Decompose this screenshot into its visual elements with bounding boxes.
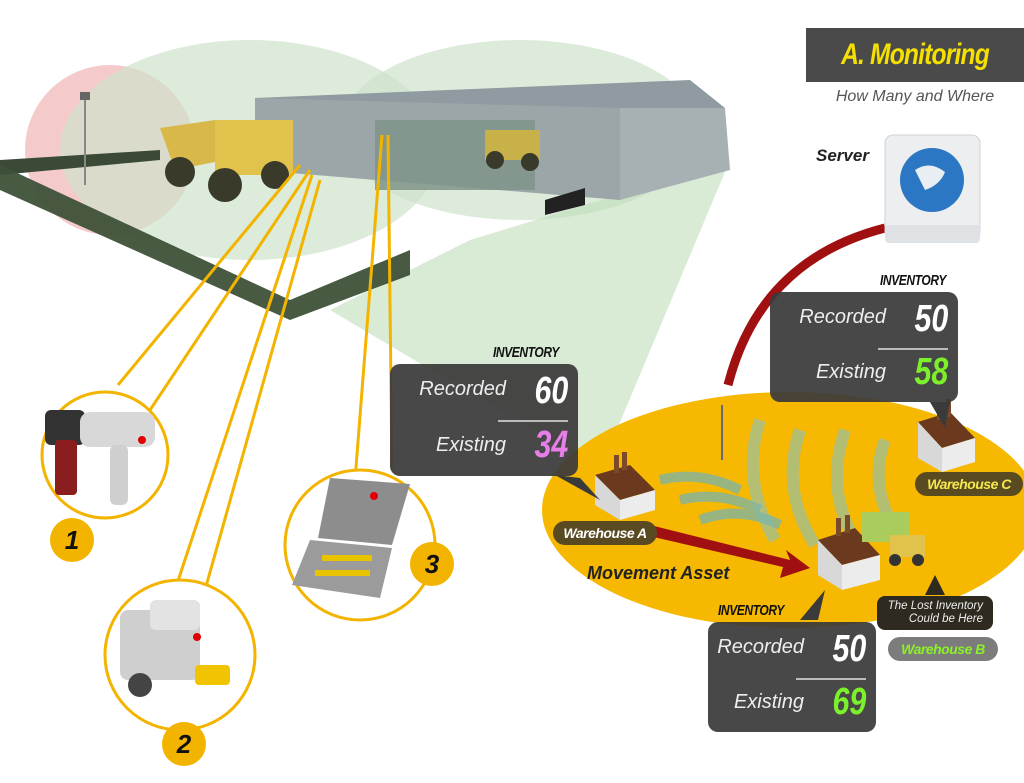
divider [498,420,568,422]
divider [878,348,948,350]
existing-value: 34 [534,424,568,466]
movement-arrow [645,525,810,578]
warehouse-b-building-icon [818,515,880,590]
dump-truck-icon [160,120,293,202]
signal-wave [786,428,821,549]
title-banner: A. Monitoring [806,28,1024,82]
inventory-title-b: INVENTORY [718,602,784,619]
callout-pointer [800,590,825,620]
existing-value: 69 [832,681,866,723]
warehouse-a-label: Warehouse A [553,521,657,545]
fence [0,150,160,175]
coverage-cone [330,160,730,470]
inventory-title-main: INVENTORY [493,344,559,361]
inventory-card-warehouse-b: Recorded 50 Existing 69 [708,622,876,732]
lost-note-line-1: The Lost Inventory [887,600,983,612]
signal-wave [678,491,763,515]
divider [796,678,866,680]
existing-value: 58 [914,351,948,393]
warehouse-b-label: Warehouse B [888,637,998,661]
recorded-label: Recorded [717,636,804,658]
hydraulic-wrench-icon [120,600,230,697]
lost-inventory-note: The Lost Inventory Could be Here [877,596,993,630]
page-title: A. Monitoring [841,38,990,71]
recorded-value: 50 [914,298,948,340]
upload-arrow-arc [723,223,887,387]
leader-line-1b [148,169,312,411]
tool-number-3: 3 [410,542,454,586]
signal-wave [698,508,783,530]
tool-number-1: 1 [50,518,94,562]
globe-server-icon [884,134,981,243]
movement-asset-label: Movement Asset [587,563,730,583]
server-label: Server [816,146,869,165]
inventory-title-c: INVENTORY [880,272,946,289]
dock-plate [545,188,585,215]
lost-note-line-2: Could be Here [908,613,983,625]
existing-label: Existing [435,434,506,456]
page-subtitle: How Many and Where [835,88,995,105]
existing-label: Existing [815,361,886,383]
warehouse-side [620,108,730,200]
leader-line-2 [173,174,314,591]
tool-number-2: 2 [162,722,206,766]
leader-line-3 [353,134,384,481]
recorded-value: 60 [534,370,568,412]
warehouse-network-zone [542,392,1024,628]
signal-wave [746,418,781,544]
leader-line-2b [203,179,322,591]
inventory-card-warehouse-c: Recorded 50 Existing 58 [770,292,958,402]
callout-pointer [925,575,945,595]
torque-gun-icon [45,410,155,505]
warehouse-a-building-icon [595,452,655,520]
callout-pointer [930,402,950,428]
warehouse-c-label: Warehouse C [915,472,1023,496]
inventory-card-main: Recorded 60 Existing 34 [390,364,578,476]
dump-truck-inside-icon [485,130,540,171]
recorded-label: Recorded [799,306,886,328]
toolkit-case-icon [292,478,410,598]
recorded-value: 50 [832,628,866,670]
signal-wave [658,471,743,495]
camera-icon [80,92,90,100]
existing-label: Existing [733,691,804,713]
callout-pointer [555,475,600,500]
recorded-label: Recorded [419,378,506,400]
forklift-icon [862,512,925,566]
leader-line-1 [116,164,302,386]
